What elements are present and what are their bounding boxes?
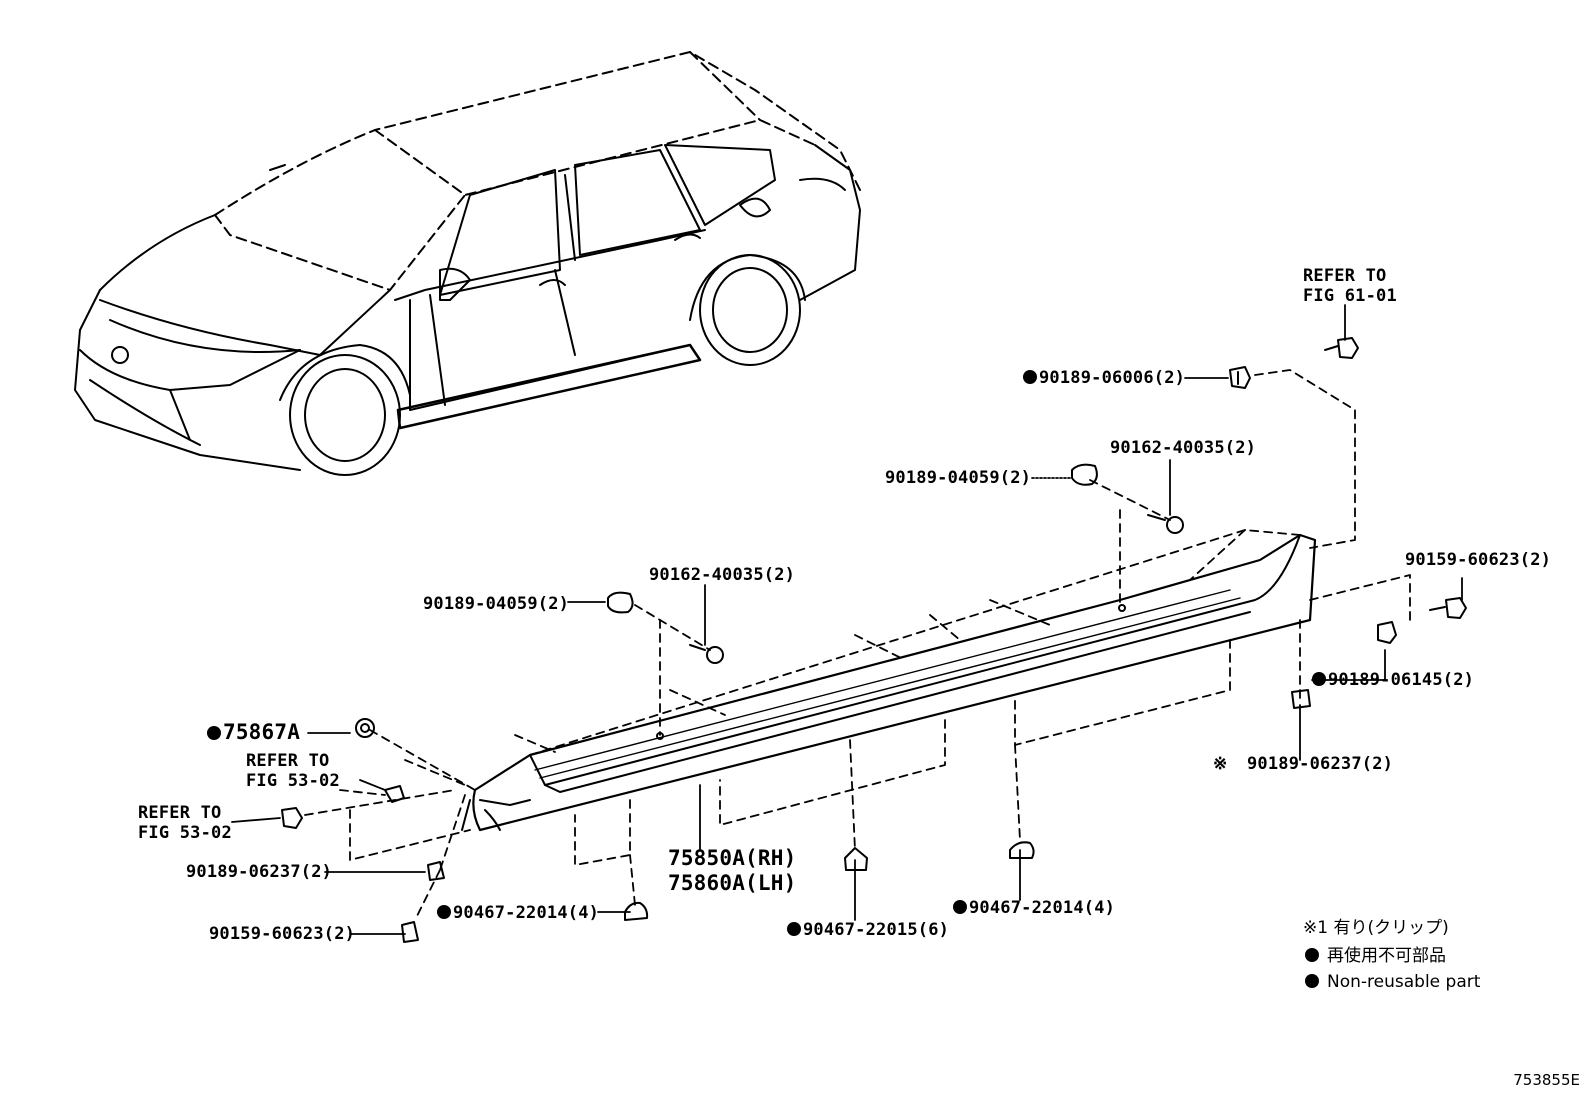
- label-90189-06145: 90189-06145(2): [1312, 672, 1474, 689]
- non-reusable-dot-icon: [207, 726, 221, 740]
- legend-clip-note: ※1 有り(クリップ): [1303, 918, 1449, 938]
- clip-90189-06237-right: [1291, 689, 1311, 709]
- clip-refer-53-02-a: [384, 785, 405, 803]
- clip-90189-06237-left: [427, 861, 445, 881]
- screw-90159-left: [401, 921, 419, 943]
- label-90189-04059-mid: 90189-04059(2): [423, 594, 570, 614]
- non-reusable-dot-icon: [1305, 974, 1319, 988]
- label-90467-22014-left: 90467-22014(4): [437, 905, 599, 922]
- clip-90467-22014-right: [1009, 841, 1035, 859]
- figure-id: 753855E: [1513, 1071, 1580, 1089]
- legend-non-reusable-en: Non-reusable part: [1305, 974, 1480, 991]
- label-90162-40035-mid: 90162-40035(2): [649, 565, 796, 585]
- car-illustration: [74, 51, 861, 476]
- label-refer-61-01-line1: REFER TO: [1303, 266, 1387, 286]
- screw-refer-61-01: [1324, 337, 1359, 359]
- label-90159-60623-right: 90159-60623(2): [1405, 550, 1552, 570]
- label-90189-06006: 90189-06006(2): [1023, 370, 1185, 387]
- non-reusable-dot-icon: [1312, 672, 1326, 686]
- non-reusable-dot-icon: [787, 922, 801, 936]
- leader-lines: [304, 369, 1411, 921]
- label-90189-06237-right: 90189-06237(2): [1247, 754, 1394, 774]
- nut-75867A: [355, 718, 375, 738]
- label-75860A-lh: 75860A(LH): [668, 871, 797, 895]
- rocker-panel-75850A: [461, 533, 1317, 832]
- solid-leaders: [231, 304, 1463, 935]
- label-refer-53-02-b-line1: REFER TO: [138, 803, 222, 823]
- label-90162-40035-upper: 90162-40035(2): [1110, 438, 1257, 458]
- clip-90467-22015: [844, 847, 868, 871]
- label-75867A: 75867A: [207, 722, 300, 743]
- pad-90189-04059-mid: [607, 591, 634, 614]
- screw-90162-upper: [1147, 514, 1184, 534]
- screw-90162-mid: [689, 644, 724, 664]
- label-90467-22014-right: 90467-22014(4): [953, 900, 1115, 917]
- non-reusable-dot-icon: [1023, 370, 1037, 384]
- label-refer-61-01-line2: FIG 61-01: [1303, 286, 1397, 306]
- clip-90189-06006: [1229, 366, 1251, 389]
- screw-refer-53-02-b: [281, 807, 303, 829]
- fasteners: [281, 337, 1467, 943]
- pad-90189-04059-upper: [1071, 463, 1098, 486]
- non-reusable-dot-icon: [953, 900, 967, 914]
- legend-non-reusable-jp: 再使用不可部品: [1305, 948, 1446, 965]
- clip-90189-06145: [1377, 621, 1397, 644]
- screw-90159-right: [1429, 597, 1467, 619]
- clip-90467-22014-left: [624, 901, 649, 921]
- label-90159-60623-left: 90159-60623(2): [209, 924, 356, 944]
- label-refer-53-02-a-line2: FIG 53-02: [246, 771, 340, 791]
- label-refer-53-02-a-line1: REFER TO: [246, 751, 330, 771]
- label-75850A-rh: 75850A(RH): [668, 846, 797, 870]
- label-asterisk: ※: [1213, 754, 1228, 774]
- label-90467-22015: 90467-22015(6): [787, 922, 949, 939]
- label-90189-06237-left: 90189-06237(2): [186, 862, 333, 882]
- non-reusable-dot-icon: [437, 905, 451, 919]
- label-90189-04059-upper: 90189-04059(2): [885, 468, 1032, 488]
- non-reusable-dot-icon: [1305, 948, 1319, 962]
- label-refer-53-02-b-line2: FIG 53-02: [138, 823, 232, 843]
